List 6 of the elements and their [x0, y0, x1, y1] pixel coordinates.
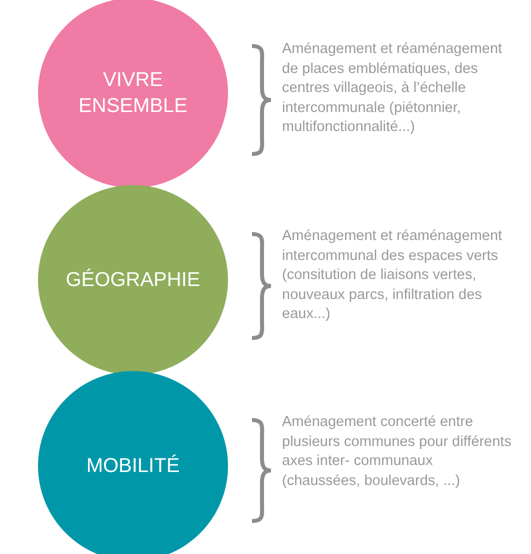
description-text: Aménagement et réaménagement intercommunal des espaces verts (consitution de liaisons vertes, nouveaux parcs, infiltration des eaux...) — [282, 227, 504, 324]
category-title: VIVRE ENSEMBLE — [78, 68, 188, 119]
description-text: Aménagement concerté entre plusieurs communes pour différents axes inter- communaux (chaussées, boulevards, ...) — [282, 413, 512, 490]
category-title: GÉOGRAPHIE — [64, 268, 202, 293]
description-text: Aménagement et réaménagement de places emblématiques, des centres villageois, à l’échelle intercommunale (piétonnier, multifonctionnalité...) — [282, 40, 504, 137]
category-title: MOBILITÉ — [85, 454, 181, 479]
